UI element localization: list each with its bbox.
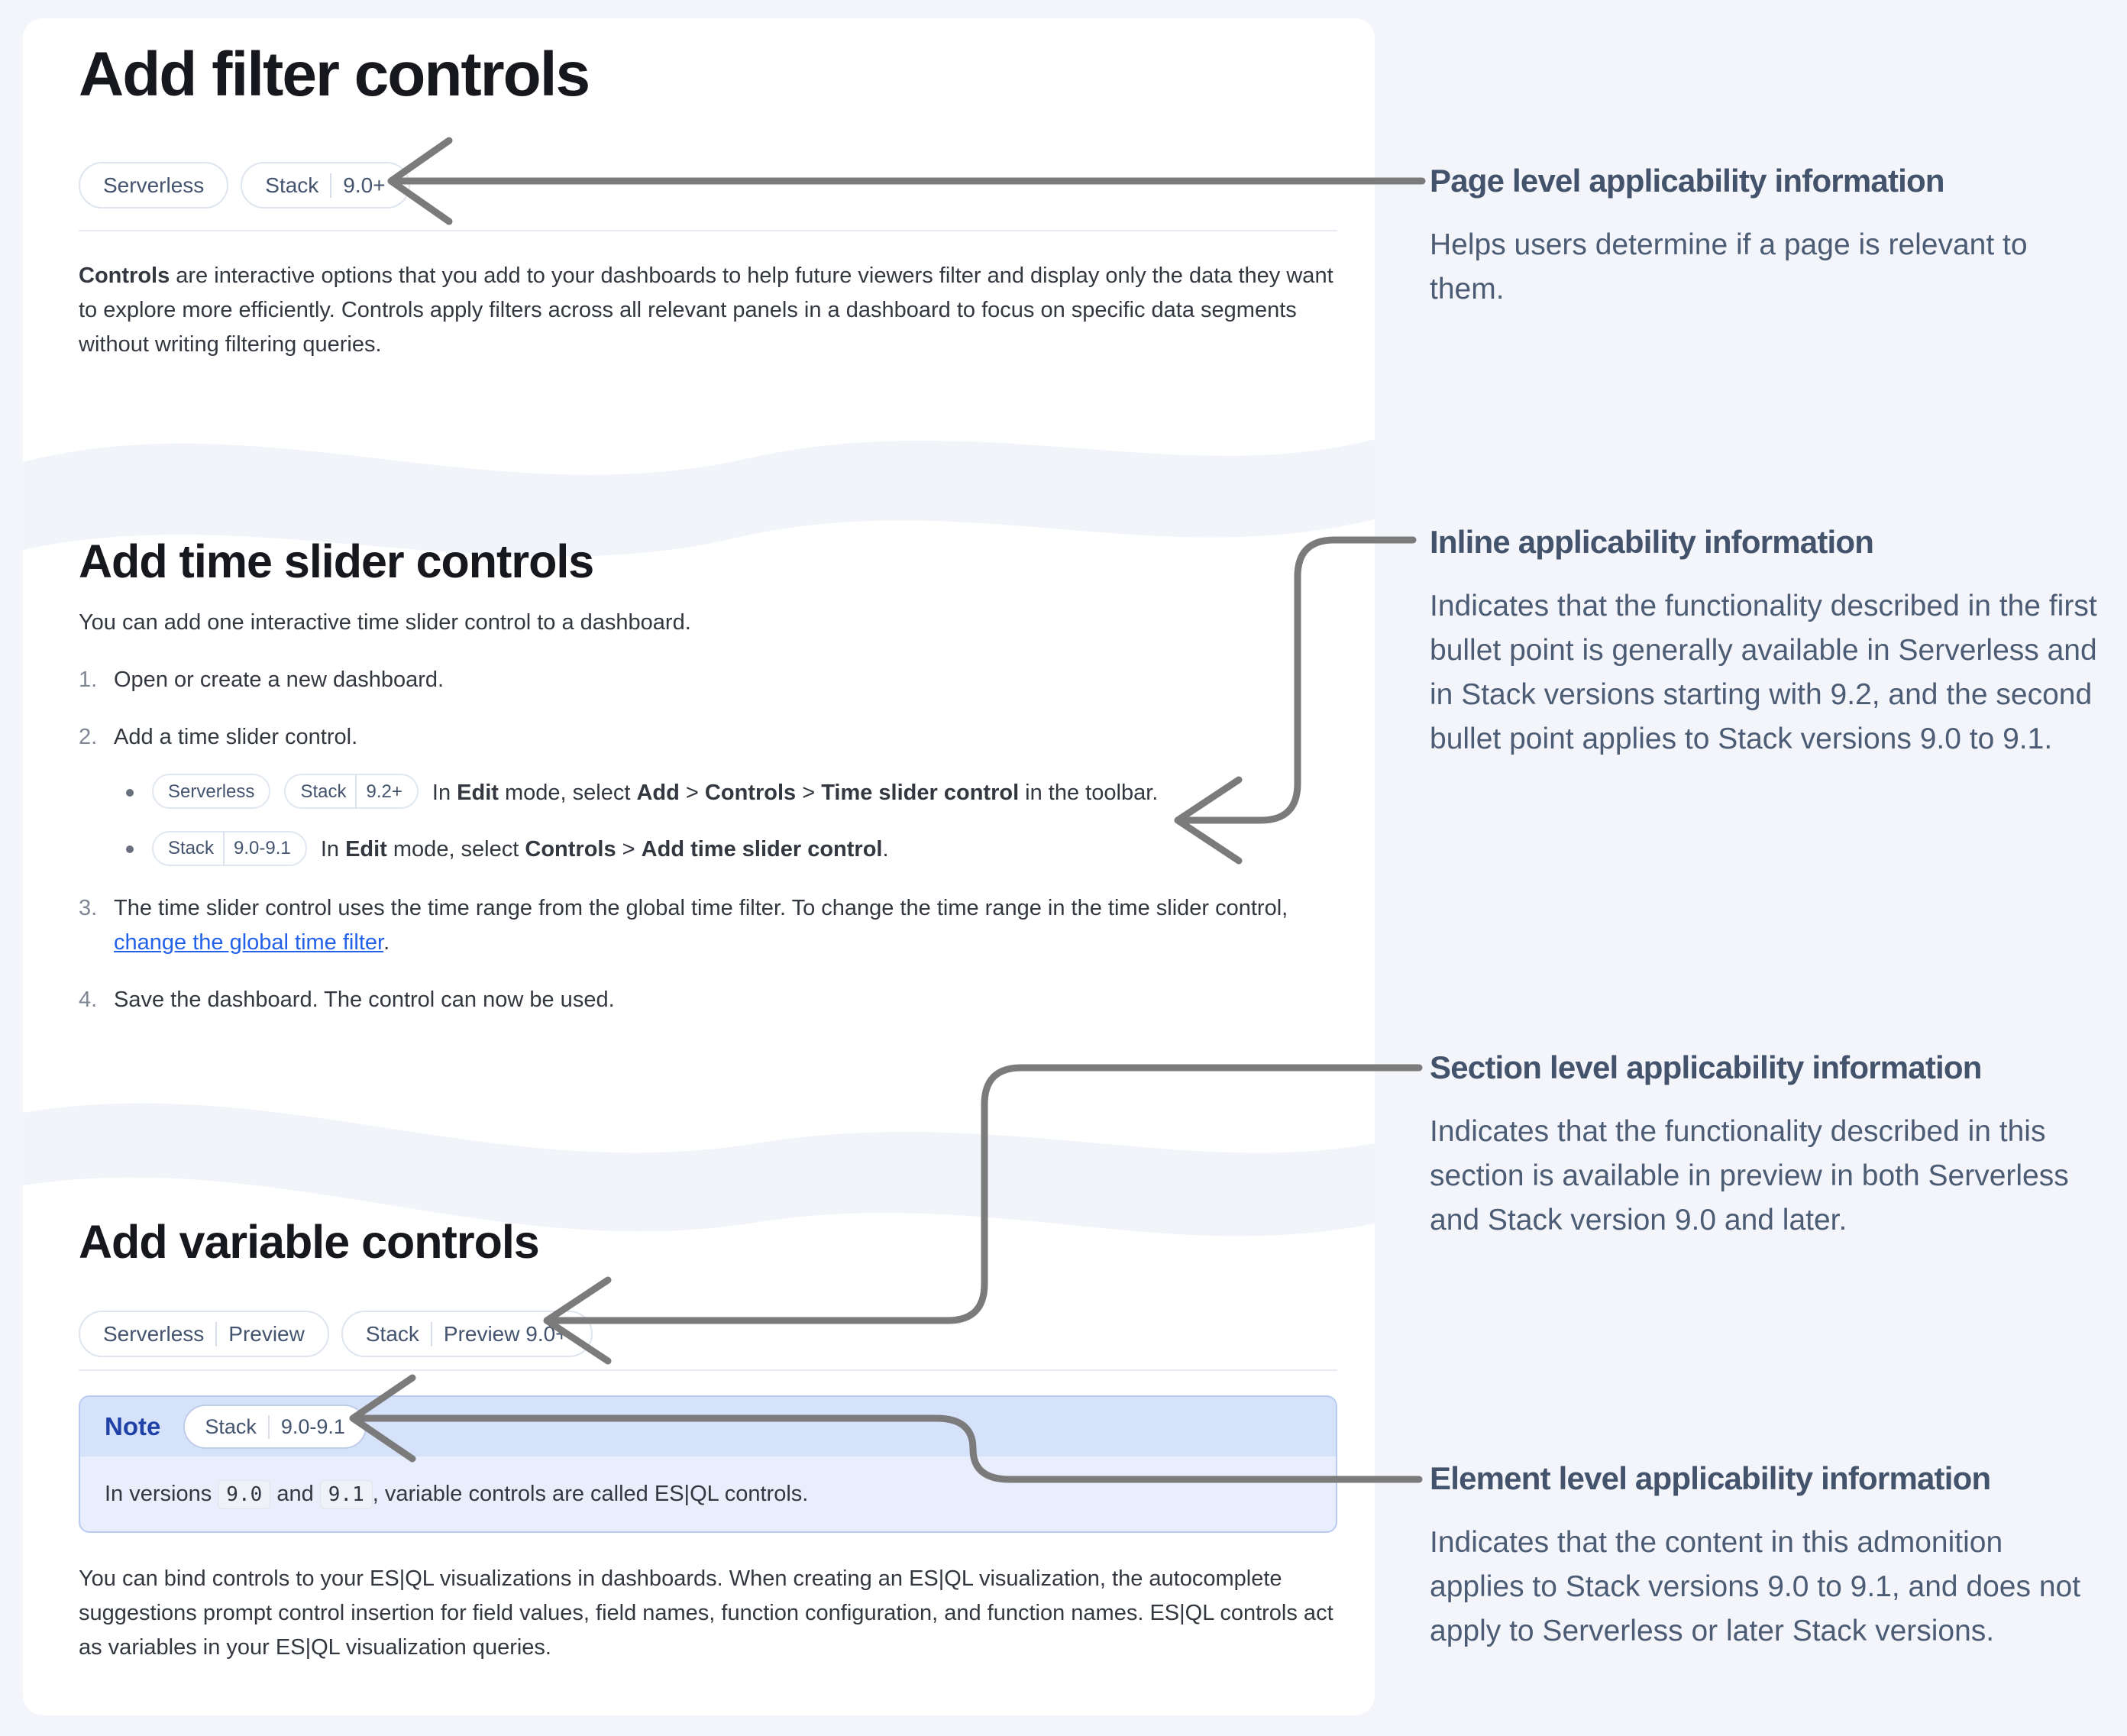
step-number: 2. bbox=[79, 725, 98, 749]
outro-paragraph: You can bind controls to your ES|QL visu… bbox=[79, 1566, 1333, 1660]
annotation-section-level: Section level applicability information … bbox=[1430, 1049, 2102, 1243]
step-text: Save the dashboard. The control can now … bbox=[114, 987, 615, 1012]
note-body: In versions 9.0 and 9.1, variable contro… bbox=[80, 1456, 1336, 1531]
annotation-body: Helps users determine if a page is relev… bbox=[1430, 228, 2028, 305]
divider bbox=[79, 1369, 1337, 1371]
annotation-title: Element level applicability information bbox=[1430, 1460, 1991, 1496]
annotation-body: Indicates that the functionality describ… bbox=[1430, 1115, 2069, 1237]
code-chip: 9.1 bbox=[319, 1479, 373, 1509]
section-add-time-slider-controls: Add time slider controls You can add one… bbox=[79, 532, 1337, 1040]
section-title: Add time slider controls bbox=[79, 535, 594, 587]
step-number: 4. bbox=[79, 987, 98, 1012]
annotation-title: Inline applicability information bbox=[1430, 524, 1874, 560]
bullet-dot-icon bbox=[126, 776, 152, 797]
annotation-title: Section level applicability information bbox=[1430, 1049, 1982, 1085]
annotation-body: Indicates that the functionality describ… bbox=[1430, 590, 2097, 755]
annotation-inline-level: Inline applicability information Indicat… bbox=[1430, 523, 2102, 761]
step-text: Add a time slider control. Serverless St… bbox=[114, 720, 1337, 868]
intro-paragraph: Controls are interactive options that yo… bbox=[79, 263, 1333, 357]
annotation-element-level: Element level applicability information … bbox=[1430, 1460, 2102, 1654]
step-item: 3. The time slider control uses the time… bbox=[79, 891, 1337, 960]
bullet-dot-icon bbox=[126, 832, 152, 854]
ordered-steps: 1. Open or create a new dashboard. 2. Ad… bbox=[79, 663, 1337, 1017]
step-text: The time slider control uses the time ra… bbox=[114, 895, 1288, 955]
section-title: Add variable controls bbox=[79, 1216, 540, 1268]
annotation-title: Page level applicability information bbox=[1430, 163, 1945, 199]
divider bbox=[79, 230, 1337, 231]
step-item: 4. Save the dashboard. The control can n… bbox=[79, 983, 1337, 1017]
annotation-body: Indicates that the content in this admon… bbox=[1430, 1526, 2081, 1647]
step-item: 2. Add a time slider control. Serverless… bbox=[79, 720, 1337, 868]
badge-serverless: Serverless bbox=[152, 774, 271, 810]
step-text: Open or create a new dashboard. bbox=[114, 668, 444, 692]
badge-serverless: Serverless bbox=[79, 162, 229, 209]
code-chip: 9.0 bbox=[218, 1479, 271, 1509]
inline-link[interactable]: change the global time filter bbox=[114, 929, 384, 955]
section-lead-paragraph: You can add one interactive time slider … bbox=[79, 610, 691, 635]
step-number: 1. bbox=[79, 668, 98, 692]
step-item: 1. Open or create a new dashboard. bbox=[79, 663, 1337, 697]
step-number: 3. bbox=[79, 895, 98, 920]
note-label: Note bbox=[105, 1412, 161, 1440]
page-title: Add filter controls bbox=[79, 40, 590, 109]
annotation-page-level: Page level applicability information Hel… bbox=[1430, 162, 2102, 312]
